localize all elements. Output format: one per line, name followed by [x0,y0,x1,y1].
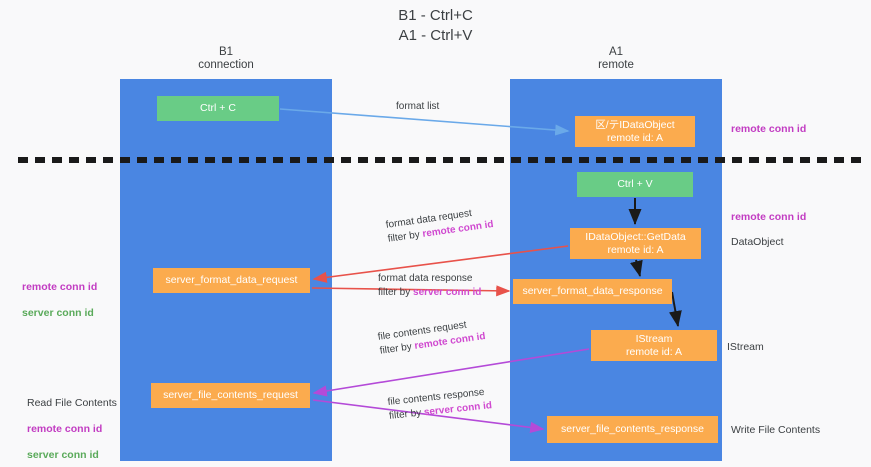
label-file-contents-response: file contents response filter by server … [387,385,493,424]
note-left-conn-ids: remote conn id server conn id [22,268,97,333]
note-read-file-contents-title: Read File Contents [27,397,117,409]
note-left2-server-conn-id: server conn id [27,449,99,461]
node-idataobject-getdata[interactable]: IDataObject::GetData remote id: A [570,228,701,259]
node-istream[interactable]: IStream remote id: A [591,330,717,361]
column-header-b1: B1 connection [198,46,254,71]
note-read-file-contents: Read File Contents remote conn id server… [27,384,117,467]
note-left-server-conn-id: server conn id [22,307,94,319]
note-right-istream: IStream [727,341,764,353]
label-format-data-response-text: format data response [378,273,473,284]
node-ctrl-c[interactable]: Ctrl + C [157,96,279,121]
page-title: B1 - Ctrl+C A1 - Ctrl+V [398,7,473,44]
node-idataobject[interactable]: 区/テIDataObject remote id: A [575,116,695,147]
column-header-a1: A1 remote [598,46,634,71]
node-server-format-data-request[interactable]: server_format_data_request [153,268,310,293]
node-server-file-contents-request[interactable]: server_file_contents_request [151,383,310,408]
note-right-dataobject: DataObject [731,236,784,248]
label-format-list-text: format list [396,101,440,112]
label-file-contents-request-filter-prefix: filter by [379,340,416,357]
note-left2-remote-conn-id: remote conn id [27,423,103,435]
label-format-data-response-filter-value: server conn id [413,287,482,298]
note-right-write-file-contents: Write File Contents [731,424,821,436]
node-ctrl-v[interactable]: Ctrl + V [577,172,693,197]
label-format-data-request: format data request filter by remote con… [385,204,495,247]
node-server-file-contents-response[interactable]: server_file_contents_response [547,416,718,443]
note-left-remote-conn-id: remote conn id [22,281,98,293]
label-format-list: format list [396,100,439,114]
label-file-contents-response-filter-prefix: filter by [388,407,425,422]
note-right-remote-conn-id-mid: remote conn id [731,211,807,223]
label-format-data-response-filter-prefix: filter by [378,287,414,298]
label-file-contents-request: file contents request filter by remote c… [377,316,487,359]
node-server-format-data-response[interactable]: server_format_data_response [513,279,672,304]
label-format-data-response: format data response filter by server co… [378,272,481,300]
label-format-data-request-filter-prefix: filter by [387,228,424,245]
note-right-remote-conn-id-top: remote conn id [731,123,807,135]
